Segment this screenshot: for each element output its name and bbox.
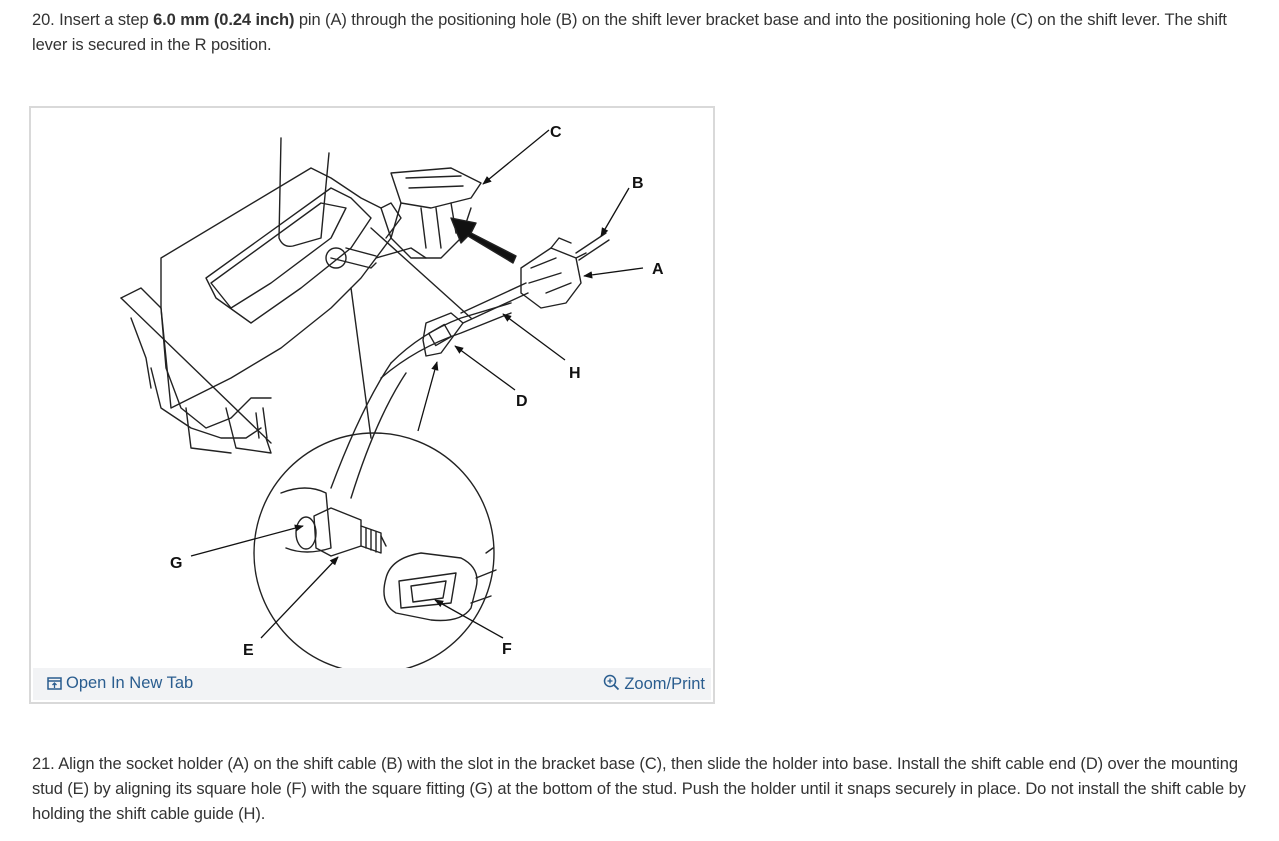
step-20-instruction: 20. Insert a step 6.0 mm (0.24 inch) pin… [32,8,1232,58]
label-b: B [632,175,644,192]
shift-lever-diagram: A B C D E F G H [120,124,664,670]
open-new-tab-icon [47,677,62,690]
step-20-measurement: 6.0 mm (0.24 inch) [153,11,295,29]
zoom-print-label: Zoom/Print [624,675,705,693]
shift-cable-figure: A B C D E F G H Open In New Tab Zoom/Pri… [29,106,715,704]
label-g: G [170,555,182,572]
label-e: E [243,642,254,659]
step-20-text-end: pin (A) through the positioning hole (B)… [32,11,1227,54]
zoom-print-link[interactable]: Zoom/Print [603,674,705,694]
open-in-new-tab-link[interactable]: Open In New Tab [47,674,193,693]
step-20-text-start: 20. Insert a step [32,11,154,29]
zoom-in-icon [604,674,620,691]
figure-action-bar: Open In New Tab Zoom/Print [33,668,711,700]
label-a: A [652,261,664,278]
label-f: F [502,641,512,658]
label-d: D [516,393,528,410]
label-c: C [550,124,562,141]
label-h: H [569,365,581,382]
step-21-instruction: 21. Align the socket holder (A) on the s… [32,755,1246,823]
open-in-new-tab-label: Open In New Tab [66,674,194,692]
